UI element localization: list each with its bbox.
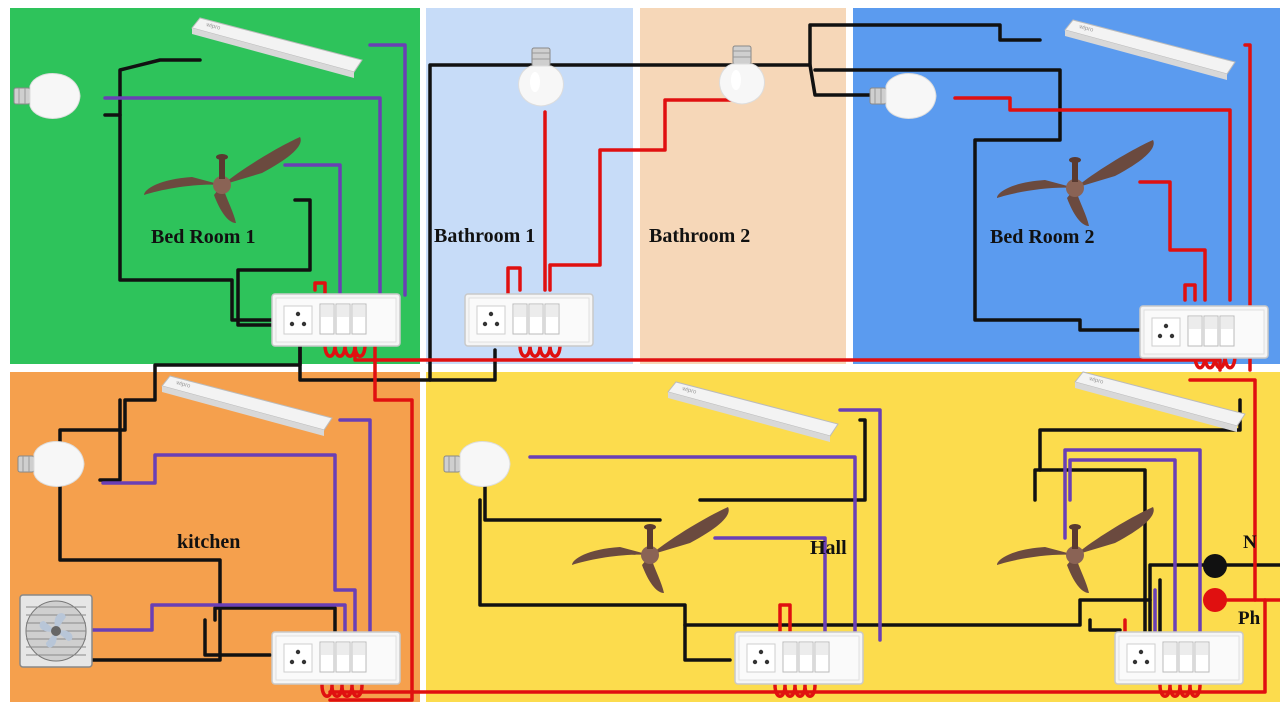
switchboard-icon xyxy=(271,293,401,347)
tube-light-icon xyxy=(1064,19,1236,81)
phase-wires xyxy=(313,43,1280,702)
ceiling-fan-icon xyxy=(997,507,1154,593)
switchboard-icon xyxy=(1139,305,1269,359)
switchboard-icon xyxy=(734,631,864,685)
bulb-icon xyxy=(719,45,765,105)
exhaust-fan-icon xyxy=(19,594,93,668)
bulb-icon xyxy=(17,441,85,487)
bulb-icon xyxy=(13,73,81,119)
neutral-wires xyxy=(33,23,1280,662)
ceiling-fan-icon xyxy=(144,137,301,223)
label-bedroom2: Bed Room 2 xyxy=(990,226,1095,248)
phase-label: Ph xyxy=(1238,608,1261,629)
label-kitchen: kitchen xyxy=(177,531,241,553)
tube-light-icon xyxy=(161,375,333,437)
switched-wires xyxy=(78,43,1202,652)
neutral-label: N xyxy=(1243,532,1257,553)
switchboard-icon xyxy=(464,293,594,347)
ceiling-fan-icon xyxy=(997,140,1154,226)
label-hall: Hall xyxy=(810,537,847,559)
phase-terminal-icon xyxy=(1203,588,1227,612)
label-bathroom1: Bathroom 1 xyxy=(434,225,536,247)
neutral-terminal-icon xyxy=(1203,554,1227,578)
label-bedroom1: Bed Room 1 xyxy=(151,226,256,248)
bulb-icon xyxy=(869,73,937,119)
label-bathroom2: Bathroom 2 xyxy=(649,225,751,247)
tube-light-icon xyxy=(191,17,363,79)
switchboard-icon xyxy=(1114,631,1244,685)
tube-light-icon xyxy=(667,381,839,443)
bulb-icon xyxy=(518,47,564,107)
bulb-icon xyxy=(443,441,511,487)
switchboard-icon xyxy=(271,631,401,685)
